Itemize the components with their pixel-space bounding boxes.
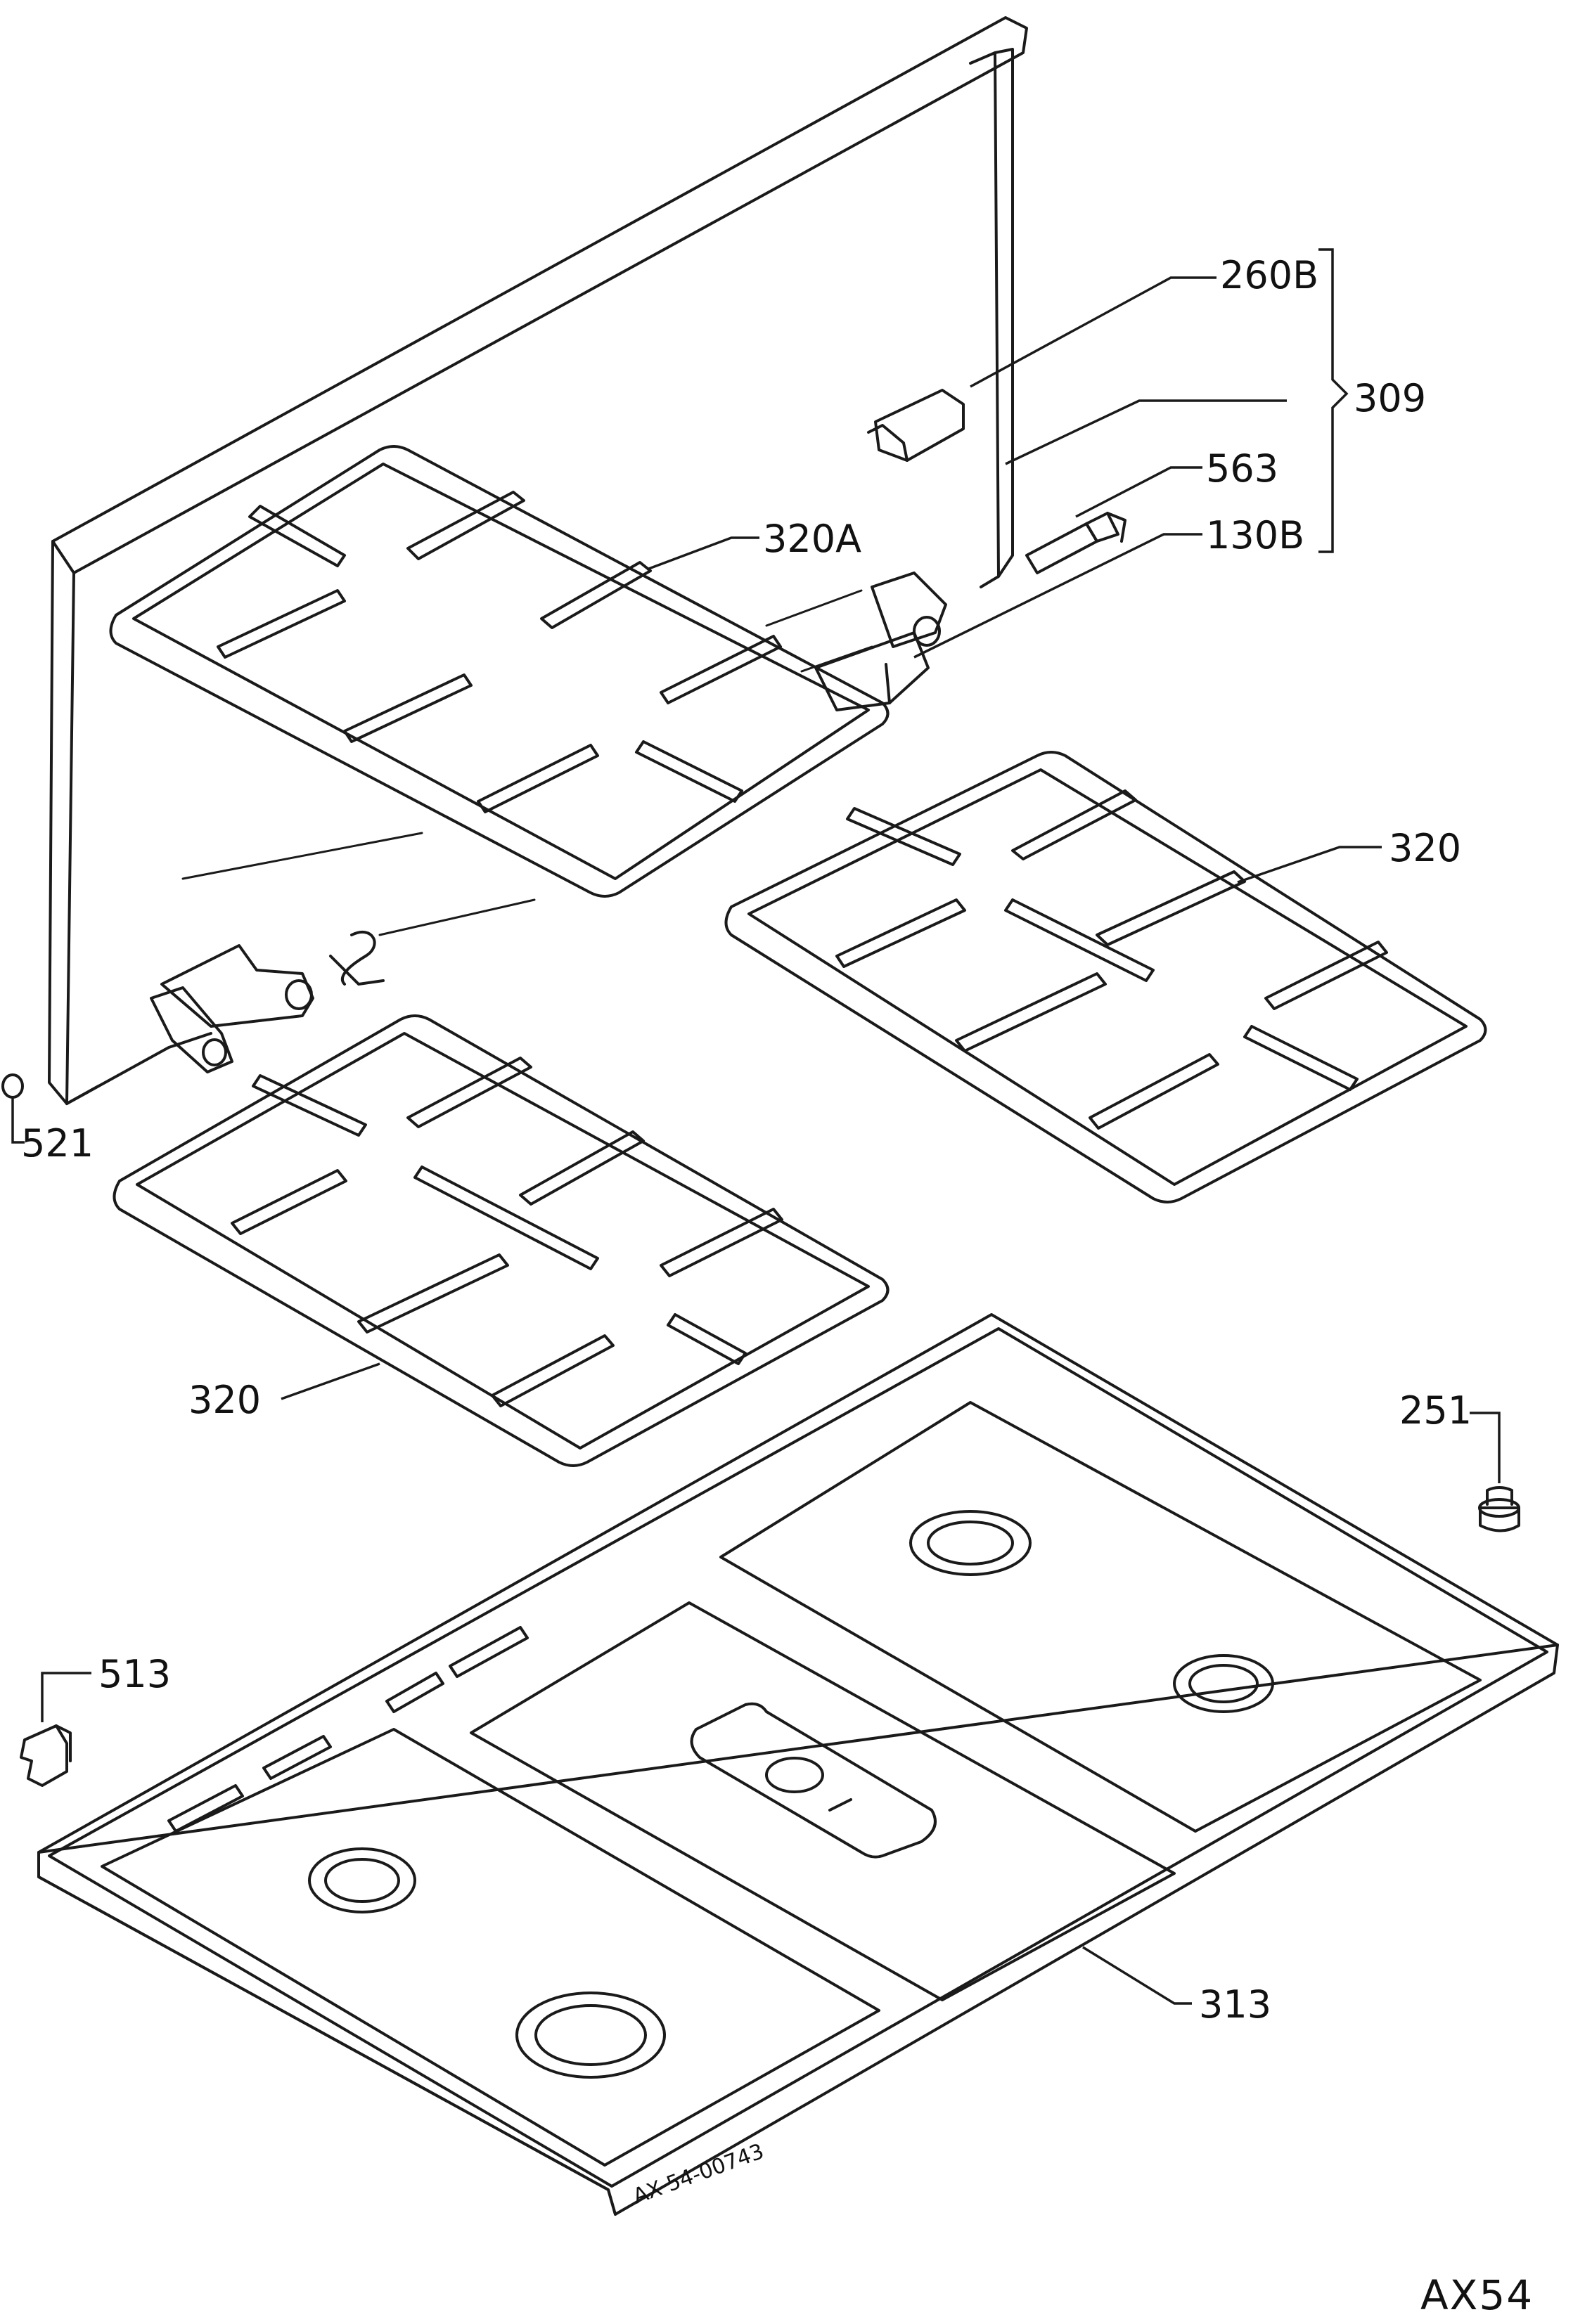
label-513: 513 (98, 1652, 171, 1696)
label-521: 521 (21, 1121, 94, 1166)
drawing-number: AX 54-00743 (630, 2139, 767, 2209)
rod-lines (181, 589, 873, 936)
ring-521 (1, 1073, 24, 1099)
label-130b: 130B (1206, 513, 1304, 557)
knob-251 (1478, 1486, 1520, 1532)
hinge-right (814, 572, 947, 711)
pan-support-320a (109, 445, 890, 898)
label-313: 313 (1199, 1982, 1271, 2027)
back-panel-lid (48, 16, 1028, 1105)
pan-support-320-left (113, 1014, 890, 1467)
pan-support-320-right (724, 751, 1487, 1203)
cooktop-313 (37, 1313, 1559, 2216)
spark-plug-563 (1025, 512, 1126, 574)
label-309: 309 (1354, 376, 1426, 420)
clip-260b (867, 389, 965, 462)
leader-lines (11, 276, 1501, 2005)
page-code: AX54 (1420, 2271, 1534, 2319)
clip-513 (20, 1724, 72, 1787)
label-320-left: 320 (188, 1378, 261, 1422)
hinge-left (150, 930, 385, 1073)
part-labels: 260B 309 563 130B 320A 320 320 521 251 5… (21, 253, 1534, 2319)
label-251: 251 (1399, 1388, 1472, 1433)
label-260b: 260B (1220, 253, 1318, 297)
label-563: 563 (1206, 446, 1278, 491)
label-320-right: 320 (1389, 826, 1461, 870)
label-320a: 320A (763, 517, 861, 561)
